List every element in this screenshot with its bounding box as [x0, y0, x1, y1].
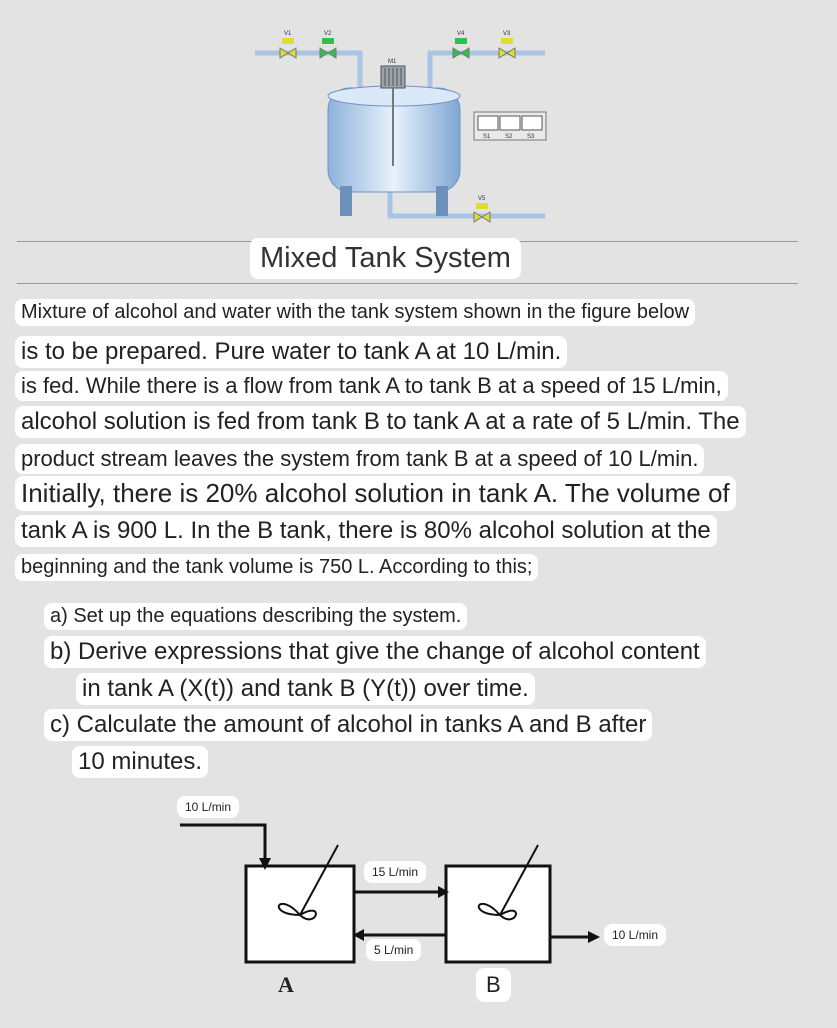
- motor-label: M1: [388, 59, 397, 65]
- inflow-label: 10 L/min: [177, 796, 240, 818]
- title-rule-bottom: [17, 283, 798, 284]
- valve-label: V3: [503, 31, 511, 37]
- b-to-a-arrow-icon: [353, 929, 364, 941]
- problem-line: alcohol solution is fed from tank B to t…: [15, 406, 746, 438]
- outflow-arrow-icon: [588, 931, 600, 943]
- a-to-b-arrow-icon: [438, 886, 449, 898]
- problem-line: product stream leaves the system from ta…: [15, 444, 705, 474]
- page-title: Mixed Tank System: [250, 238, 521, 279]
- tank-b-label: B: [476, 968, 511, 1002]
- problem-line: Mixture of alcohol and water with the ta…: [15, 299, 696, 326]
- sensor-label: S3: [527, 134, 535, 140]
- inflow-arrow-icon: [259, 858, 271, 870]
- sensor-label: S1: [483, 134, 491, 140]
- agitator-shaft: [299, 844, 339, 916]
- problem-line: Initially, there is 20% alcohol solution…: [15, 476, 736, 511]
- b-to-a-flow-label: 5 L/min: [366, 939, 422, 961]
- agitator-icon: [477, 902, 517, 921]
- valve-label: V4: [457, 31, 465, 37]
- two-tank-diagram: [180, 823, 600, 964]
- valve-label: V2: [324, 31, 332, 37]
- agitator-shaft: [499, 844, 539, 916]
- question-b-continued: in tank A (X(t)) and tank B (Y(t)) over …: [76, 673, 535, 705]
- tank-a-label: A: [278, 972, 294, 997]
- problem-line: is fed. While there is a flow from tank …: [15, 371, 728, 401]
- outflow-label: 10 L/min: [604, 924, 667, 946]
- problem-line: is to be prepared. Pure water to tank A …: [15, 336, 568, 368]
- problem-line: beginning and the tank volume is 750 L. …: [15, 554, 539, 581]
- valve-label: V1: [284, 31, 292, 37]
- valve-label: V5: [478, 196, 486, 202]
- sensor-label: S2: [505, 134, 513, 140]
- agitator-icon: [277, 902, 317, 921]
- question-c-continued: 10 minutes.: [72, 746, 209, 778]
- tank-illustration: V1 V2 V4 V3 V5 M1 S1 S2 S3: [255, 31, 547, 223]
- question-a: a) Set up the equations describing the s…: [44, 603, 468, 630]
- a-to-b-flow-label: 15 L/min: [364, 861, 427, 883]
- problem-line: tank A is 900 L. In the B tank, there is…: [15, 515, 717, 547]
- question-b: b) Derive expressions that give the chan…: [44, 636, 706, 668]
- question-c: c) Calculate the amount of alcohol in ta…: [44, 709, 653, 741]
